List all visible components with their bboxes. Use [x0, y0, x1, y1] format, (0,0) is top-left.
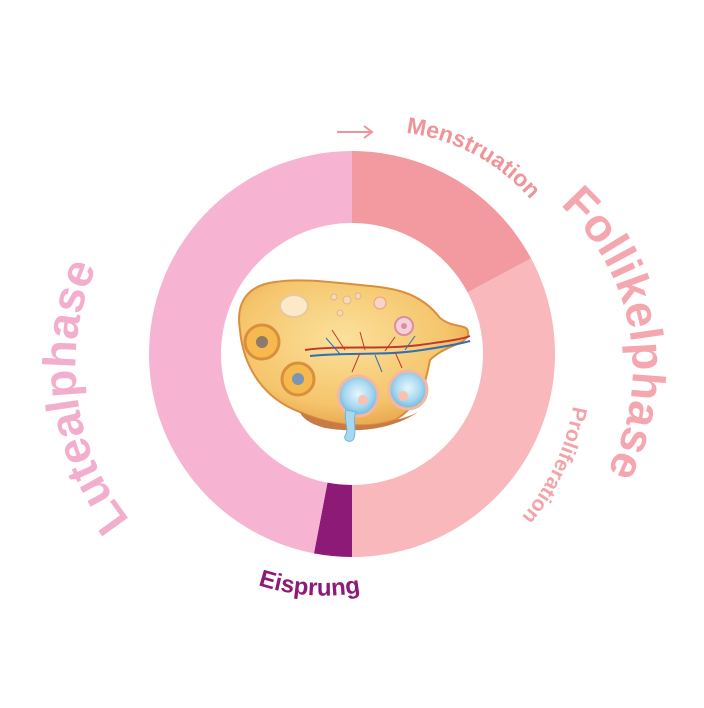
cycle-ring [149, 151, 555, 557]
segment-menstruation [352, 151, 532, 293]
segment-eisprung [313, 482, 352, 557]
label-eisprung: Eisprung [256, 565, 361, 602]
arrow-right-icon [337, 125, 374, 139]
label-follikelphase: Follikelphase [553, 175, 675, 489]
label-lutealphase: Lutealphase [33, 252, 138, 545]
segment-follikelphase [352, 258, 555, 557]
segment-lutealphase [149, 151, 352, 554]
ovary-illustration-icon [238, 279, 471, 442]
